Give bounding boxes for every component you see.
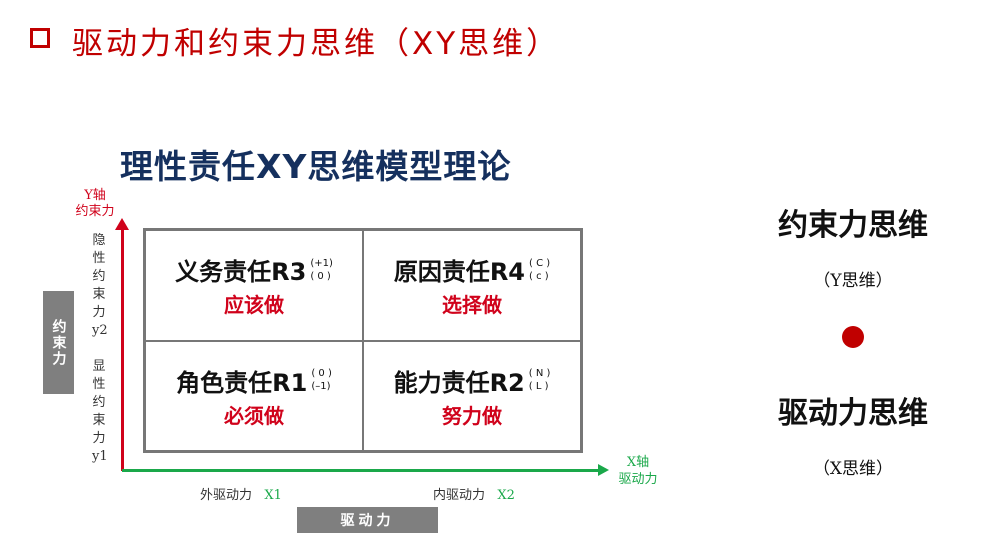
red-dot-icon (842, 326, 864, 348)
x-axis-line (122, 469, 600, 472)
x-axis-label: X轴 驱动力 (612, 454, 664, 488)
quadrant-name: 原因责任R4 (393, 258, 526, 287)
y-axis-label: Y轴 约束力 (70, 188, 120, 220)
external-drive-code: X1 (264, 488, 282, 503)
upper-constraint-code: y2 (92, 323, 108, 338)
y-thinking-subtitle: （Y思维） (813, 271, 893, 291)
external-drive-label: 外驱动力 X1 (200, 484, 282, 503)
upper-constraint-label: 隐性约束力 y2 (92, 232, 108, 340)
y-axis-label-2: 约束力 (75, 204, 115, 219)
internal-drive-label: 内驱动力 X2 (433, 484, 515, 503)
quadrant-action: 努力做 (442, 403, 502, 428)
x-thinking-subtitle: （X思维） (812, 459, 894, 479)
lower-constraint-code: y1 (92, 449, 108, 464)
quadrant-action: 必须做 (224, 403, 284, 428)
internal-drive-code: X2 (497, 488, 515, 503)
x-axis-label-2: 驱动力 (618, 472, 658, 487)
constraint-box: 约束力 (43, 291, 74, 394)
code-bottom: (–1) (311, 381, 331, 393)
code-top: ( C ) (529, 257, 551, 269)
lower-constraint-label: 显性约束力 y1 (92, 358, 108, 466)
quadrant-r4: 原因责任R4 ( C )( c ) 选择做 (363, 230, 581, 341)
quadrant-r3: 义务责任R3 (+1)( 0 ) 应该做 (145, 230, 363, 341)
x-axis-label-1: X轴 (626, 455, 650, 470)
drive-box: 驱动力 (297, 507, 438, 533)
quadrant-grid: 义务责任R3 (+1)( 0 ) 应该做 原因责任R4 ( C )( c ) 选… (143, 228, 583, 453)
x-thinking-title: 驱动力思维 (778, 396, 928, 431)
y-arrow-icon (115, 218, 129, 230)
quadrant-name: 角色责任R1 (176, 368, 308, 397)
code-bottom: ( 0 ) (310, 270, 331, 282)
lower-constraint-text: 显性约束力 (92, 359, 106, 446)
quadrant-name: 能力责任R2 (393, 368, 525, 397)
quadrant-action: 选择做 (442, 293, 502, 318)
diagram-heading: 理性责任XY思维模型理论 (120, 147, 512, 186)
slide-title: 驱动力和约束力思维（XY思维） (72, 26, 561, 62)
code-bottom: ( L ) (528, 381, 549, 393)
code-top: ( N ) (528, 368, 551, 380)
external-drive-text: 外驱动力 (200, 488, 253, 503)
square-bullet-icon (30, 28, 50, 48)
code-top: ( 0 ) (311, 368, 332, 380)
upper-constraint-text: 隐性约束力 (92, 233, 106, 320)
y-thinking-title: 约束力思维 (778, 208, 928, 243)
quadrant-action: 应该做 (224, 293, 284, 318)
y-axis-line (121, 228, 124, 471)
quadrant-r1: 角色责任R1 ( 0 )(–1) 必须做 (145, 340, 363, 451)
internal-drive-text: 内驱动力 (433, 488, 486, 503)
quadrant-name: 义务责任R3 (175, 258, 307, 287)
code-top: (+1) (310, 257, 333, 269)
x-arrow-icon (598, 464, 609, 476)
quadrant-r2: 能力责任R2 ( N )( L ) 努力做 (363, 340, 581, 451)
y-axis-label-1: Y轴 (84, 188, 106, 203)
code-bottom: ( c ) (529, 270, 549, 282)
